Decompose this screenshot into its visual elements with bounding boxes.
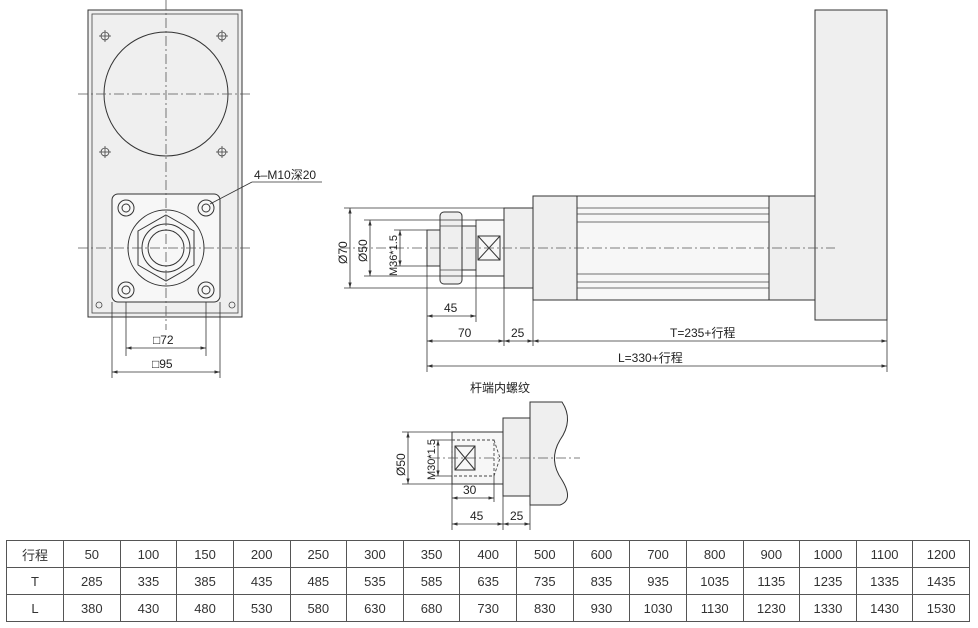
table-cell: 400 bbox=[459, 540, 517, 568]
table-cell: 730 bbox=[459, 594, 517, 622]
table-cell: 735 bbox=[516, 567, 574, 595]
detail-title: 杆端内螺纹 bbox=[470, 381, 530, 395]
table-cell: 835 bbox=[572, 567, 631, 595]
dia50-label: Ø50 bbox=[356, 239, 370, 262]
table-cell: 530 bbox=[232, 594, 291, 622]
dia70-label: Ø70 bbox=[336, 241, 350, 264]
detail-30-label: 30 bbox=[463, 483, 477, 497]
table-row-stroke: 行程 50 100 150 200 250 300 350 400 500 60… bbox=[6, 540, 970, 568]
l-formula-label: L=330+行程 bbox=[618, 350, 683, 365]
table-cell: 600 bbox=[572, 540, 631, 568]
table-cell: 100 bbox=[119, 540, 178, 568]
table-cell: 500 bbox=[516, 540, 574, 568]
d25-label: 25 bbox=[511, 326, 525, 340]
table-cell: 1030 bbox=[629, 594, 687, 622]
table-cell: 800 bbox=[685, 540, 744, 568]
table-header-l: L bbox=[6, 594, 64, 622]
table-row-l: L 380 430 480 530 580 630 680 730 830 93… bbox=[6, 594, 970, 622]
table-cell: 1000 bbox=[799, 540, 857, 568]
table-row-t: T 285 335 385 435 485 535 585 635 735 83… bbox=[6, 567, 970, 595]
technical-drawing: 4–M10深20 □72 □95 bbox=[78, 0, 888, 530]
table-cell: 930 bbox=[572, 594, 631, 622]
table-cell: 1230 bbox=[742, 594, 801, 622]
table-cell: 1335 bbox=[855, 567, 914, 595]
detail-thread-label: M30*1.5 bbox=[426, 439, 438, 480]
table-cell: 1330 bbox=[799, 594, 857, 622]
table-cell: 1530 bbox=[912, 594, 970, 622]
table-cell: 430 bbox=[119, 594, 178, 622]
table-cell: 300 bbox=[346, 540, 404, 568]
table-cell: 830 bbox=[516, 594, 574, 622]
table-cell: 1100 bbox=[855, 540, 914, 568]
sq72-label: □72 bbox=[153, 333, 174, 347]
table-cell: 1235 bbox=[799, 567, 857, 595]
table-cell: 250 bbox=[289, 540, 348, 568]
detail-dia50-label: Ø50 bbox=[394, 453, 408, 476]
d70-label: 70 bbox=[458, 326, 472, 340]
detail-25-label: 25 bbox=[510, 509, 524, 523]
table-header-t: T bbox=[6, 567, 64, 595]
table-cell: 435 bbox=[232, 567, 291, 595]
table-cell: 350 bbox=[402, 540, 461, 568]
sq95-label: □95 bbox=[152, 357, 173, 371]
table-cell: 635 bbox=[459, 567, 517, 595]
side-view: Ø70 Ø50 M36*1.5 45 70 25 T=235+行程 L=330+… bbox=[336, 9, 888, 372]
table-cell: 380 bbox=[63, 594, 121, 622]
spec-table: 行程 50 100 150 200 250 300 350 400 500 60… bbox=[6, 540, 970, 622]
table-cell: 1135 bbox=[742, 567, 801, 595]
bolt-note-label: 4–M10深20 bbox=[254, 168, 316, 182]
table-cell: 200 bbox=[232, 540, 291, 568]
table-cell: 385 bbox=[176, 567, 234, 595]
table-cell: 680 bbox=[402, 594, 461, 622]
table-cell: 1435 bbox=[912, 567, 970, 595]
table-cell: 1130 bbox=[685, 594, 744, 622]
table-cell: 700 bbox=[629, 540, 687, 568]
table-cell: 935 bbox=[629, 567, 687, 595]
table-cell: 480 bbox=[176, 594, 234, 622]
table-cell: 535 bbox=[346, 567, 404, 595]
table-cell: 580 bbox=[289, 594, 348, 622]
table-cell: 485 bbox=[289, 567, 348, 595]
table-cell: 50 bbox=[63, 540, 121, 568]
table-cell: 285 bbox=[63, 567, 121, 595]
flange-bolts bbox=[117, 199, 215, 299]
table-cell: 1035 bbox=[685, 567, 744, 595]
front-view: 4–M10深20 □72 □95 bbox=[78, 0, 322, 378]
t-formula-label: T=235+行程 bbox=[670, 325, 735, 340]
table-cell: 585 bbox=[402, 567, 461, 595]
detail-45-label: 45 bbox=[470, 509, 484, 523]
table-cell: 1430 bbox=[855, 594, 914, 622]
thread-label: M36*1.5 bbox=[388, 235, 400, 276]
table-header-stroke: 行程 bbox=[6, 540, 64, 568]
table-cell: 900 bbox=[742, 540, 801, 568]
mount-hole-marks bbox=[99, 30, 228, 158]
table-cell: 1200 bbox=[912, 540, 970, 568]
table-cell: 630 bbox=[346, 594, 404, 622]
detail-view: 杆端内螺纹 Ø50 M30*1.5 30 45 25 bbox=[394, 381, 580, 530]
table-cell: 150 bbox=[176, 540, 234, 568]
d45-label: 45 bbox=[444, 301, 458, 315]
table-cell: 335 bbox=[119, 567, 178, 595]
